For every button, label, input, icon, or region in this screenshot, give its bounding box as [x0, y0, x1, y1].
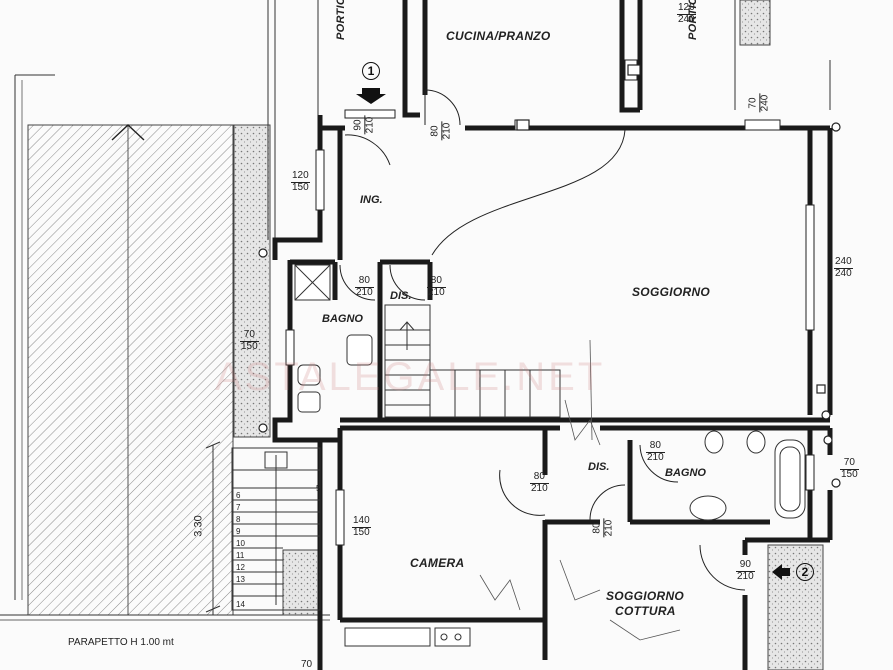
room-label-camera: CAMERA	[410, 556, 465, 570]
room-label-portico-left: PORTICO	[335, 0, 347, 40]
opening-w8: 70	[301, 659, 313, 670]
room-label-soggiorno-cottura-1: SOGGIORNO	[606, 589, 685, 603]
stair-step-5: 5	[316, 484, 321, 493]
internal-stairs	[384, 304, 561, 418]
height-dimension	[205, 441, 221, 615]
planter-right	[767, 544, 824, 670]
stair-step-12: 12	[236, 563, 245, 572]
entrance-marker-2: 2	[796, 563, 814, 581]
porch-lines	[267, 0, 831, 240]
height-dimension-label: 3.30	[192, 515, 205, 537]
room-label-soggiorno: SOGGIORNO	[632, 285, 711, 299]
external-stairs	[231, 447, 321, 611]
terrace-area	[0, 74, 330, 621]
stair-step-10: 10	[236, 539, 245, 548]
planter-top	[739, 0, 771, 46]
stair-step-7: 7	[236, 503, 241, 512]
stair-step-11: 11	[236, 551, 245, 560]
room-label-dis-top: DIS.	[390, 290, 412, 302]
stair-step-8: 8	[236, 515, 241, 524]
room-label-cucina-pranzo: CUCINA/PRANZO	[446, 29, 551, 43]
stair-step-13: 13	[236, 575, 245, 584]
windows	[285, 59, 815, 546]
planter-lower	[282, 549, 322, 616]
stair-step-9: 9	[236, 527, 241, 536]
entrance-arrows	[356, 88, 790, 580]
door-swings	[339, 89, 746, 591]
watermark: ASTALEGALE.NET	[215, 355, 606, 399]
stair-step-6: 6	[236, 491, 241, 500]
room-label-bagno-right: BAGNO	[665, 467, 706, 479]
room-label-dis-mid: DIS.	[588, 461, 610, 473]
stair-step-14: 14	[236, 600, 245, 609]
parapet-note: PARAPETTO H 1.00 mt	[68, 637, 174, 648]
pillars	[258, 64, 841, 488]
entrance-marker-1: 1	[362, 62, 380, 80]
fixtures	[294, 264, 806, 647]
room-label-soggiorno-cottura-2: COTTURA	[615, 604, 676, 618]
room-label-bagno-left: BAGNO	[322, 313, 363, 325]
room-label-ingresso: ING.	[360, 194, 383, 206]
planter-left	[233, 124, 271, 438]
hand-sketch	[479, 339, 681, 641]
